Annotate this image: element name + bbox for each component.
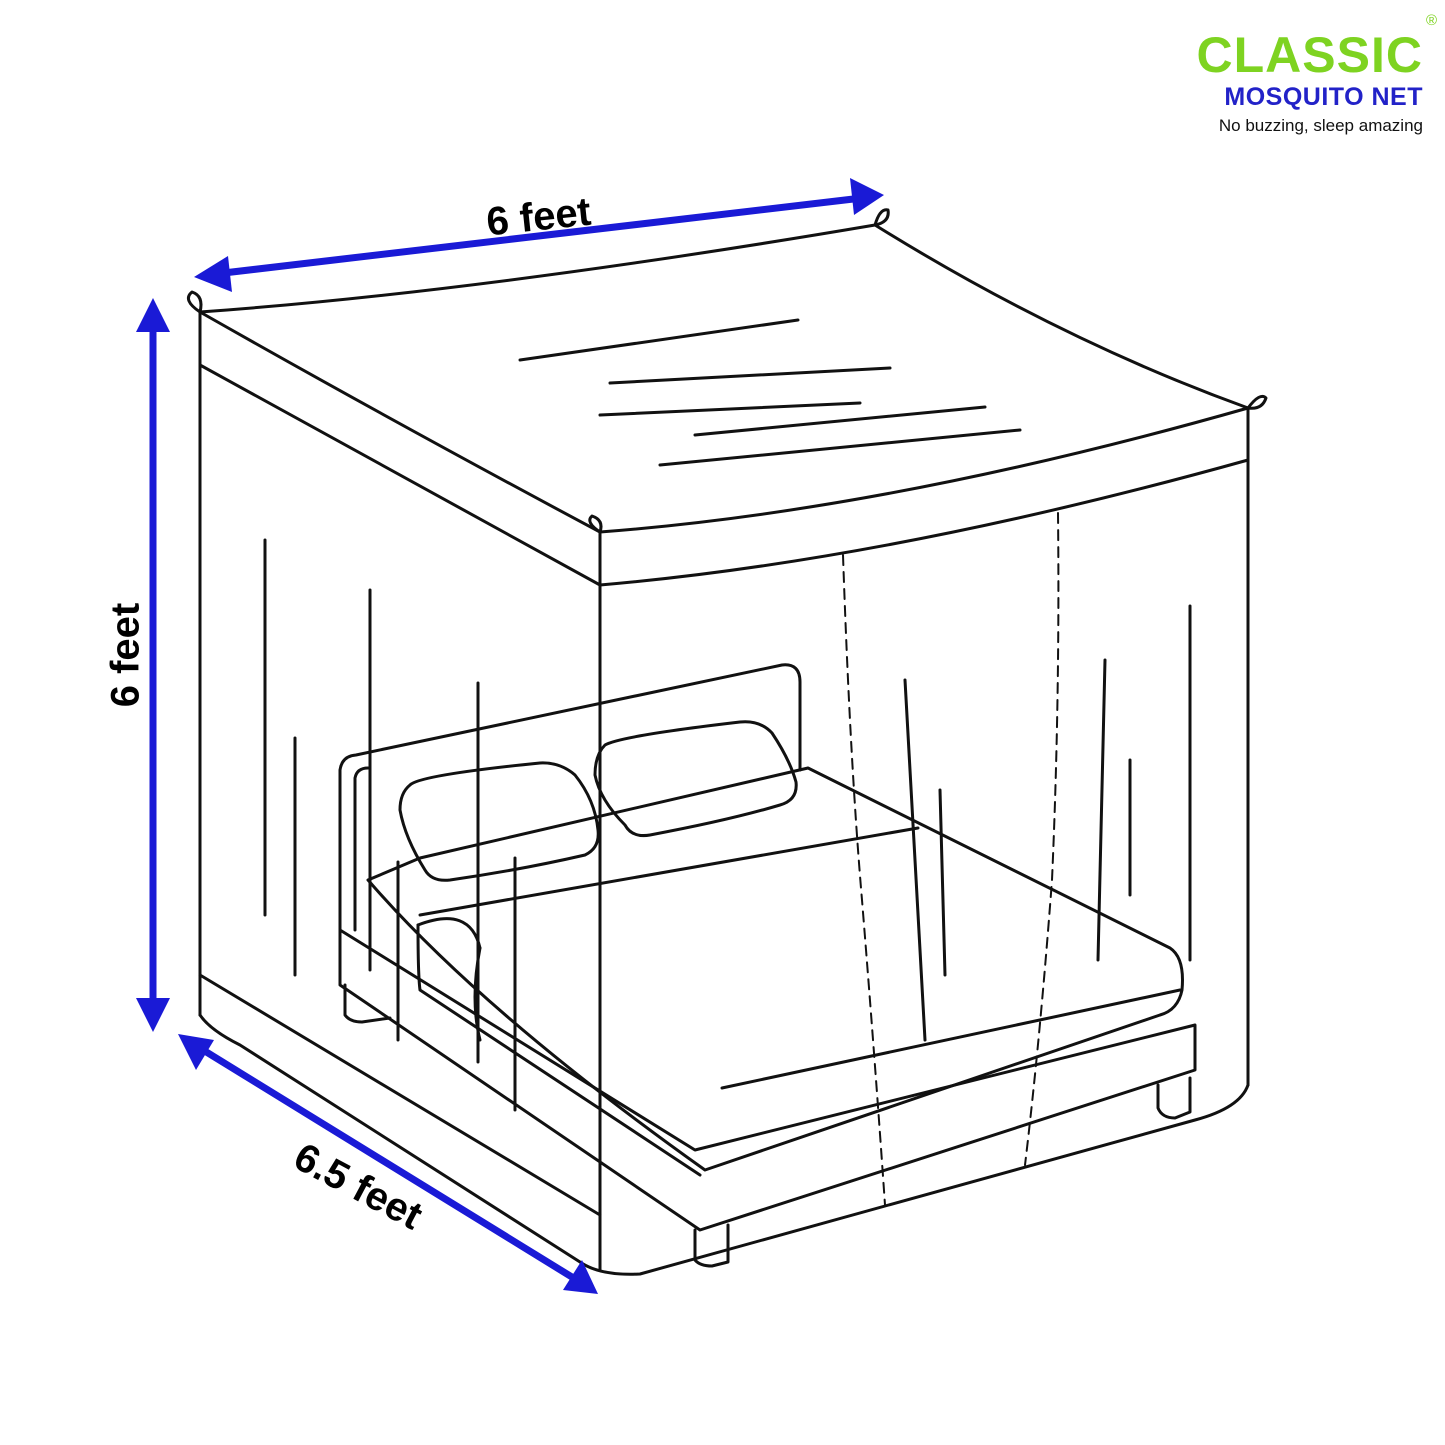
width-label: 6 feet [484,190,593,245]
length-label: 6.5 feet [287,1135,429,1239]
registered-mark: ® [1425,12,1437,29]
net-canopy [186,208,1268,587]
brand-tagline: No buzzing, sleep amazing [1218,116,1423,135]
dimension-arrows [136,178,884,1294]
width-arrow [214,194,863,278]
height-label: 6 feet [104,603,148,708]
brand-logo: CLASSIC MOSQUITO NET No buzzing, sleep a… [1197,28,1423,138]
length-arrow [193,1042,582,1285]
net-walls [198,363,1250,1276]
bed-illustration [338,663,1197,1268]
brand-name: CLASSIC [1196,27,1423,83]
brand-product: MOSQUITO NET [1224,83,1423,111]
